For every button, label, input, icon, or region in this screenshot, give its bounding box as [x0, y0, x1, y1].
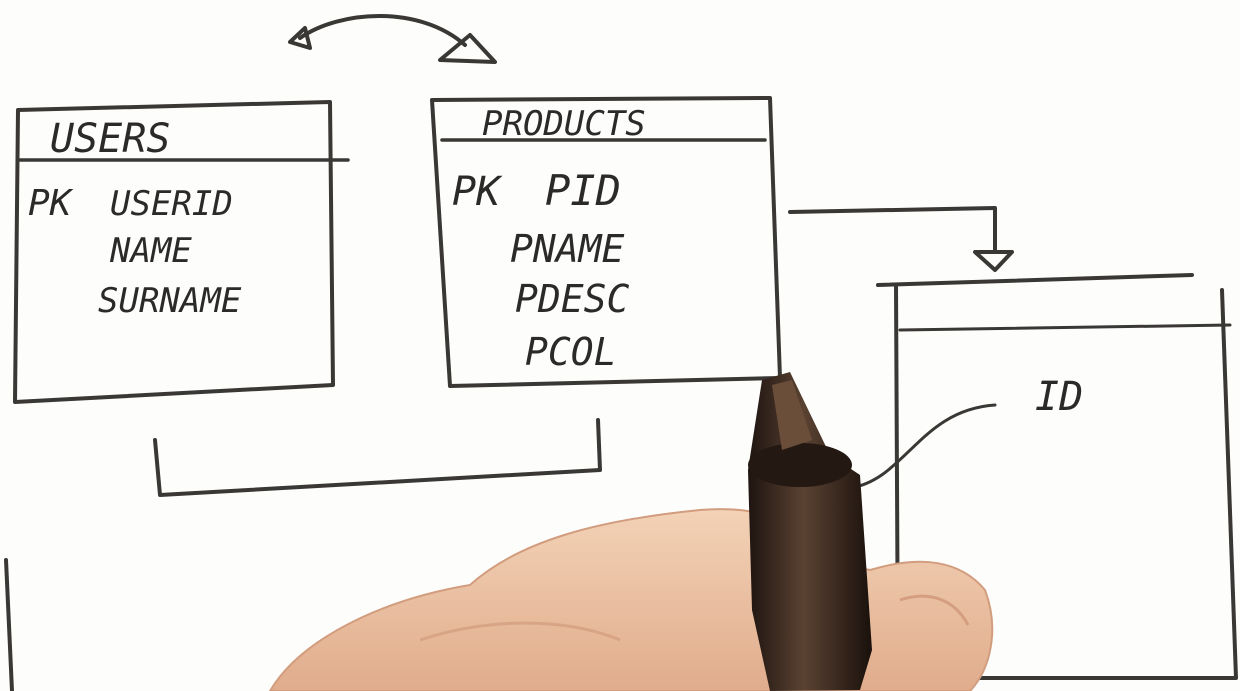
users-field-surname: SURNAME — [98, 281, 242, 321]
relationship-arrow — [288, 14, 497, 64]
users-field-name: NAME — [109, 231, 192, 271]
users-pk-label: PK — [28, 183, 74, 224]
hand-with-marker — [268, 372, 994, 691]
users-field-userid: USERID — [110, 184, 233, 224]
products-field-pdesc: PDESC — [515, 277, 630, 321]
third-table: ID — [848, 273, 1238, 680]
products-field-pid: PID — [545, 166, 621, 215]
products-table: PRODUCTS PK PID PNAME PDESC PCOL — [430, 96, 782, 388]
users-table-title: USERS — [50, 116, 170, 162]
products-field-pcol: PCOL — [525, 330, 617, 374]
bracket-line — [153, 418, 602, 497]
products-field-pname: PNAME — [510, 227, 625, 271]
products-connector — [788, 206, 1014, 272]
left-edge-stroke — [4, 558, 14, 691]
third-field-id: ID — [1035, 374, 1083, 420]
marker-cap-ring — [748, 443, 852, 487]
hand — [268, 508, 994, 691]
users-table: USERS PK USERID NAME SURNAME — [13, 100, 350, 404]
marker-tip — [772, 380, 812, 450]
products-table-title: PRODUCTS — [482, 104, 646, 144]
products-pk-label: PK — [452, 169, 503, 215]
marker — [748, 372, 872, 691]
